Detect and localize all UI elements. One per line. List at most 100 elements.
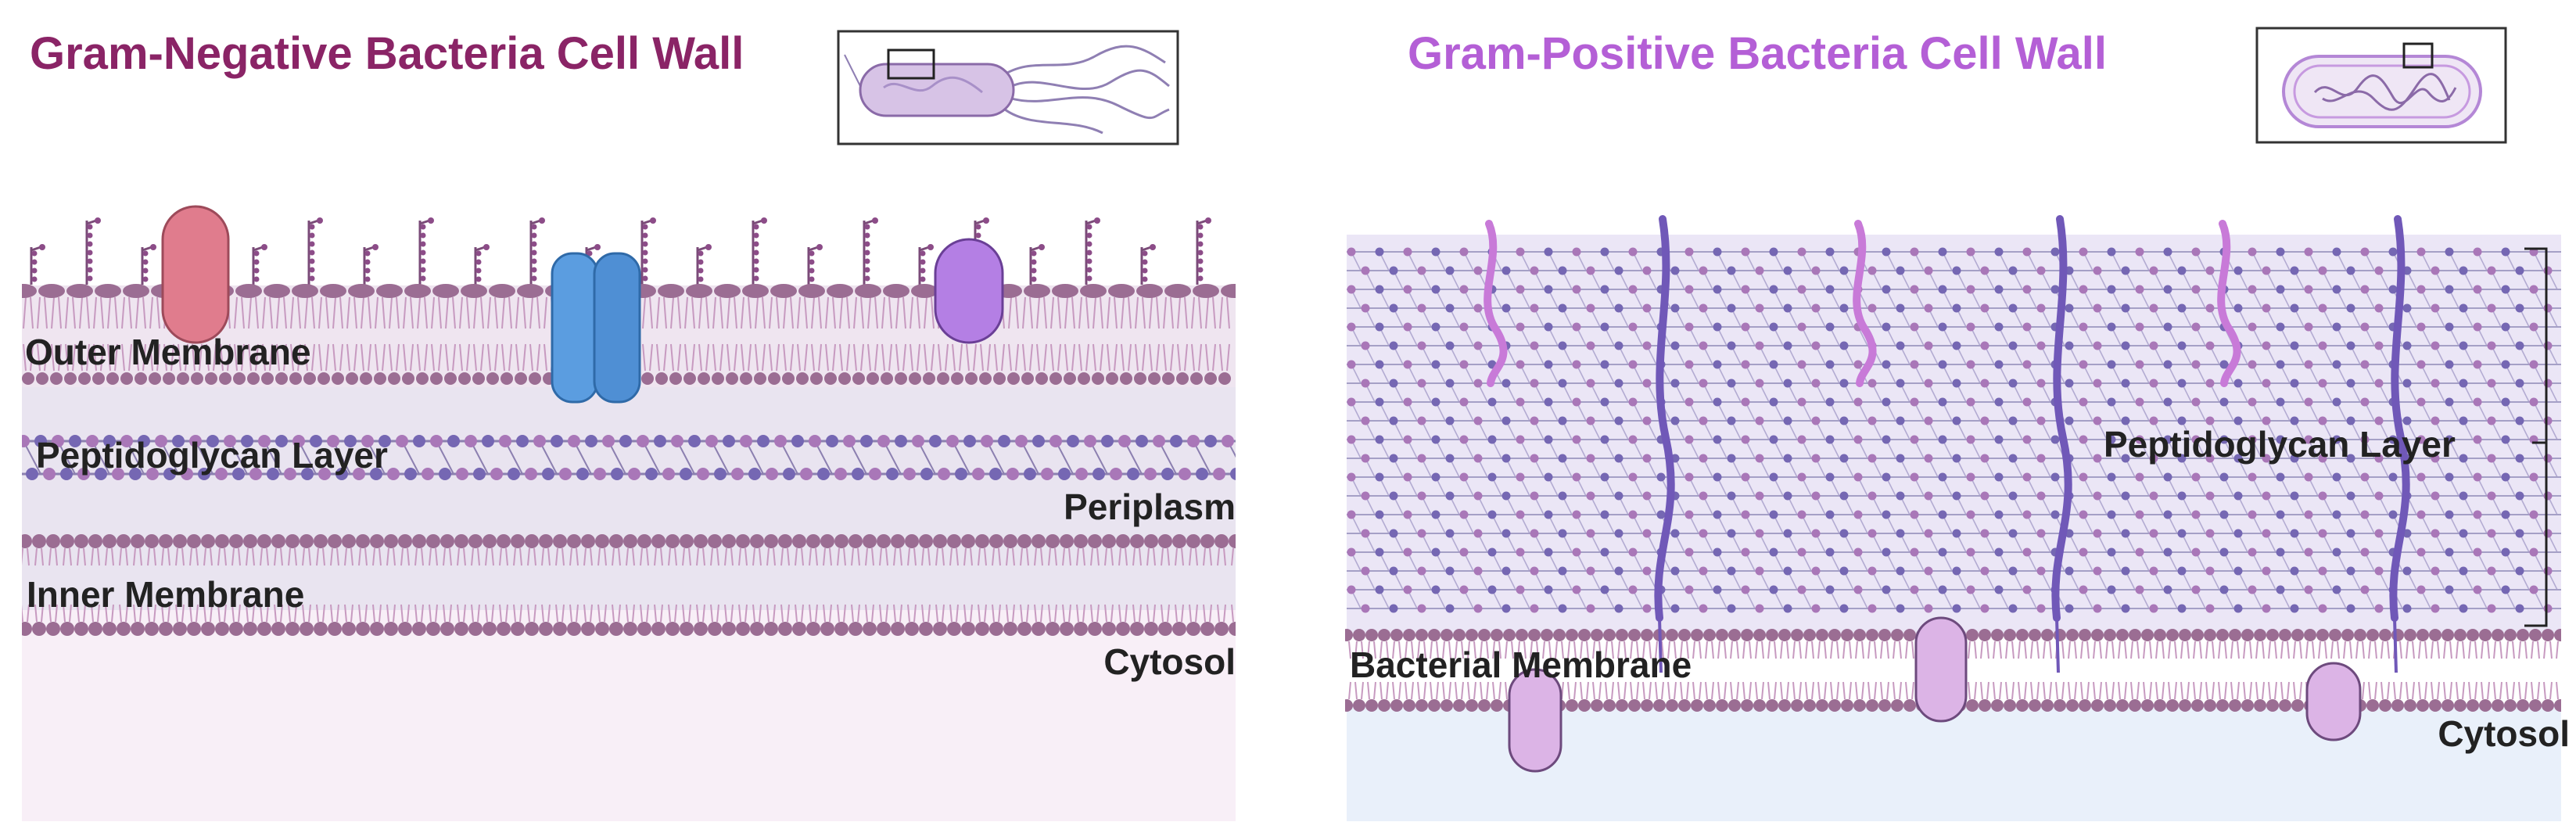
bacterial-membrane-tail [1980, 681, 1989, 700]
bacterial-membrane-tail [1379, 641, 1389, 659]
pg-sugar [2459, 604, 2468, 613]
bacterial-membrane-head [1353, 699, 1365, 712]
pg-sugar [2431, 379, 2440, 388]
outer-membrane-tail [332, 343, 343, 372]
pg-sugar [2163, 247, 2172, 257]
pg-sugar [688, 435, 701, 447]
inner-membrane-head [356, 622, 370, 636]
bacterial-membrane-head [1616, 699, 1628, 712]
pg-sugar [1825, 247, 1835, 257]
bacterial-membrane-head [1566, 699, 1578, 712]
bacterial-membrane-head [1666, 629, 1678, 641]
lps-sugar [1205, 217, 1211, 224]
pg-sugar [2036, 529, 2046, 538]
inner-membrane-head [370, 622, 384, 636]
pg-sugar [2191, 247, 2201, 257]
inner-membrane-head [511, 622, 525, 636]
inner-membrane-tail [809, 604, 818, 623]
pg-sugar [2459, 491, 2468, 501]
bacterial-membrane-head [1440, 629, 1453, 641]
pg-sugar [2163, 397, 2172, 407]
pg-sugar [2276, 547, 2285, 557]
pg-sugar [1431, 285, 1440, 294]
lps-sugar [698, 259, 704, 265]
pg-sugar [2262, 266, 2271, 275]
bacterial-membrane-tail [2431, 641, 2440, 659]
porin-channel [551, 252, 641, 404]
pg-sugar [1144, 468, 1157, 480]
pg-sugar [2473, 585, 2482, 594]
pg-sugar [1755, 529, 1764, 538]
bacterial-membrane-tail [1692, 641, 1702, 659]
bacterial-membrane-tail [1905, 681, 1914, 700]
outer-membrane-head [332, 372, 344, 385]
inner-membrane-head [88, 534, 102, 548]
inner-membrane-tail [1231, 547, 1234, 566]
pg-sugar [1684, 322, 1694, 332]
pg-sugar [2290, 416, 2299, 425]
pg-sugar [1058, 468, 1071, 480]
inner-membrane-head [215, 534, 229, 548]
pg-sugar [1572, 360, 1581, 369]
pg-sugar [2233, 416, 2243, 425]
inner-membrane-tail [1090, 604, 1100, 623]
pg-sugar [1853, 472, 1863, 482]
pg-sugar [2149, 566, 2158, 576]
lipoteichoic-acid-chain [1654, 215, 1675, 622]
bacterial-membrane-head [2016, 699, 2029, 712]
pg-sugar [1825, 510, 1835, 519]
lps-sugar [87, 241, 93, 247]
pg-sugar [1811, 266, 1821, 275]
pg-sugar [1614, 454, 1623, 463]
inner-membrane-head [117, 622, 131, 636]
inner-membrane-head [1172, 622, 1186, 636]
bacterial-membrane-tail [2168, 641, 2177, 659]
bacterial-membrane-tail [2130, 681, 2140, 700]
pg-sugar [1572, 472, 1581, 482]
pg-sugar [1670, 303, 1680, 313]
pg-sugar [998, 435, 1010, 447]
membrane-protein [1914, 616, 1968, 723]
bacterial-membrane-head [1641, 699, 1653, 712]
inner-membrane-head [680, 622, 694, 636]
pg-sugar [1572, 322, 1581, 332]
pg-sugar [2487, 566, 2496, 576]
inner-membrane-head [257, 622, 271, 636]
pg-sugar [2149, 529, 2158, 538]
bacterial-membrane-tail [2218, 681, 2227, 700]
lps-sugar [864, 241, 870, 247]
pg-sugar [2487, 416, 2496, 425]
pg-sugar [1445, 379, 1455, 388]
pg-sugar [2459, 529, 2468, 538]
lps-sugar [920, 276, 926, 282]
pg-sugar [1910, 472, 1919, 482]
pg-sugar [1741, 472, 1750, 482]
peptidoglycan-layer-label: Peptidoglycan Layer [2104, 424, 2456, 465]
pg-sugar [1839, 454, 1849, 463]
pg-sugar [2473, 247, 2482, 257]
inner-membrane-tail [696, 604, 705, 623]
pg-sugar [1741, 547, 1750, 557]
pg-sugar [1741, 510, 1750, 519]
inner-membrane-tail [738, 604, 748, 623]
pg-sugar [2501, 360, 2510, 369]
inner-membrane-tail [1062, 547, 1071, 566]
inner-membrane-head [426, 534, 440, 548]
bacterial-membrane-head [2041, 699, 2054, 712]
pg-sugar [877, 435, 890, 447]
pg-sugar [2515, 454, 2524, 463]
pg-sugar [2248, 510, 2257, 519]
pg-sugar [1445, 416, 1455, 425]
inner-membrane-tail [288, 547, 297, 566]
inner-membrane-tail [626, 604, 635, 623]
outer-membrane-tail [839, 343, 850, 372]
pg-sugar [2248, 585, 2257, 594]
inner-membrane-head [229, 622, 243, 636]
pg-sugar [1403, 322, 1412, 332]
pg-sugar [2135, 510, 2144, 519]
inner-membrane-tail [865, 547, 874, 566]
bacterial-membrane-head [1866, 629, 1878, 641]
pg-sugar [1699, 303, 1708, 313]
lps-sugar [150, 244, 156, 250]
outer-membrane-tail [825, 296, 836, 329]
